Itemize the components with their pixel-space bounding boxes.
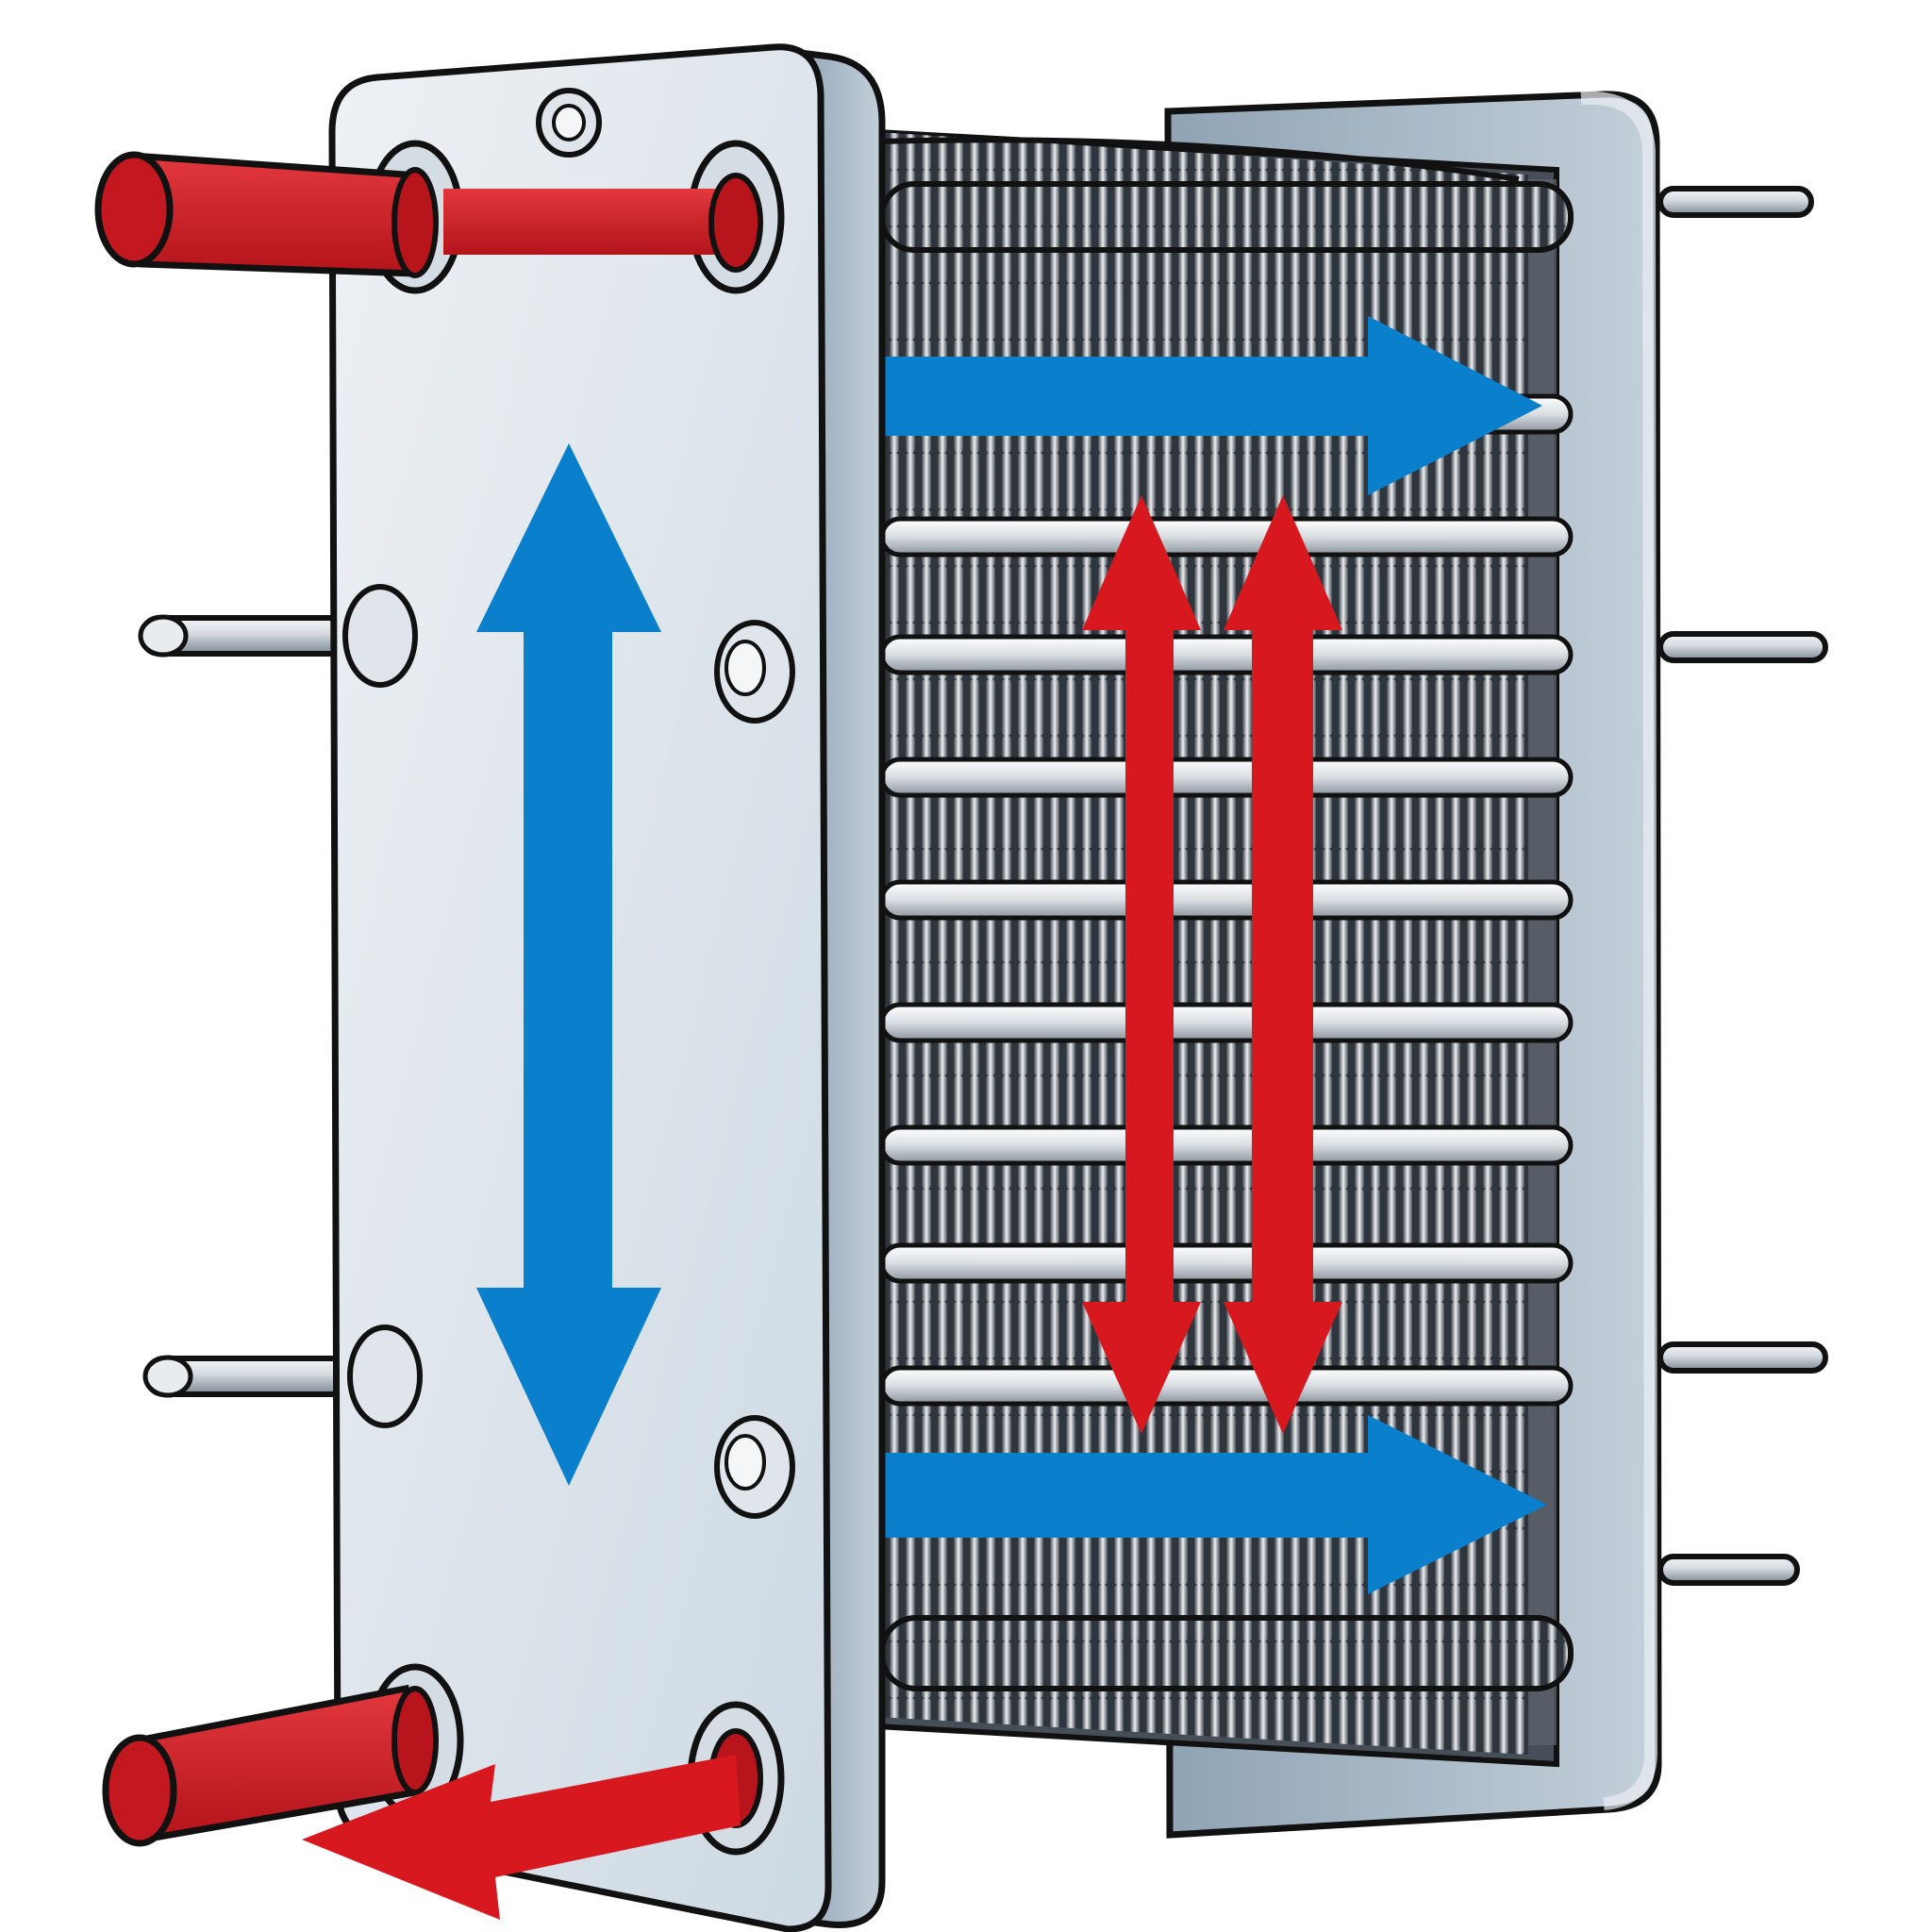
rear-bolt-lower-mid [1657, 1341, 1828, 1374]
hot-flow-outlet-arrow [302, 1755, 741, 1920]
gasket-bars [879, 393, 1574, 1407]
gasket-bar [879, 1365, 1574, 1407]
cold-flow-bottom-arrow [882, 1415, 1547, 1594]
gasket-bar [879, 516, 1574, 558]
bolt-head-left-lower [347, 1324, 423, 1428]
cold-flow-top-arrow [882, 316, 1542, 495]
hot-inlet-pipe-opening [94, 151, 174, 268]
cold-flow-vertical-arrow [476, 443, 661, 1486]
top-plate-coil [879, 181, 1574, 253]
gasket-bar [879, 879, 1574, 921]
rear-bolt-bottom [1657, 1554, 1800, 1586]
hot-inlet-internal-channel [443, 189, 717, 255]
gasket-bar [879, 757, 1574, 798]
plate-pack [874, 128, 1574, 1768]
bolt-heads [342, 88, 795, 1519]
hot-flow-vertical-right-arrow [1224, 495, 1342, 1434]
gasket-bar [879, 1242, 1574, 1284]
rear-bolt-top [1657, 186, 1814, 218]
gasket-bar [879, 634, 1574, 675]
gasket-bar [879, 1002, 1574, 1043]
hot-outlet-pipe-opening [102, 1734, 177, 1847]
gasket-bar [879, 1124, 1574, 1166]
rear-bolt-upper-mid [1657, 631, 1828, 663]
hot-flow-vertical-left-arrow [1082, 495, 1201, 1434]
hot-inlet-pipe [94, 151, 763, 278]
bolt-head-left-upper [342, 584, 418, 688]
bottom-plate-coil [879, 1615, 1574, 1691]
front-frame-plate [138, 43, 886, 1932]
